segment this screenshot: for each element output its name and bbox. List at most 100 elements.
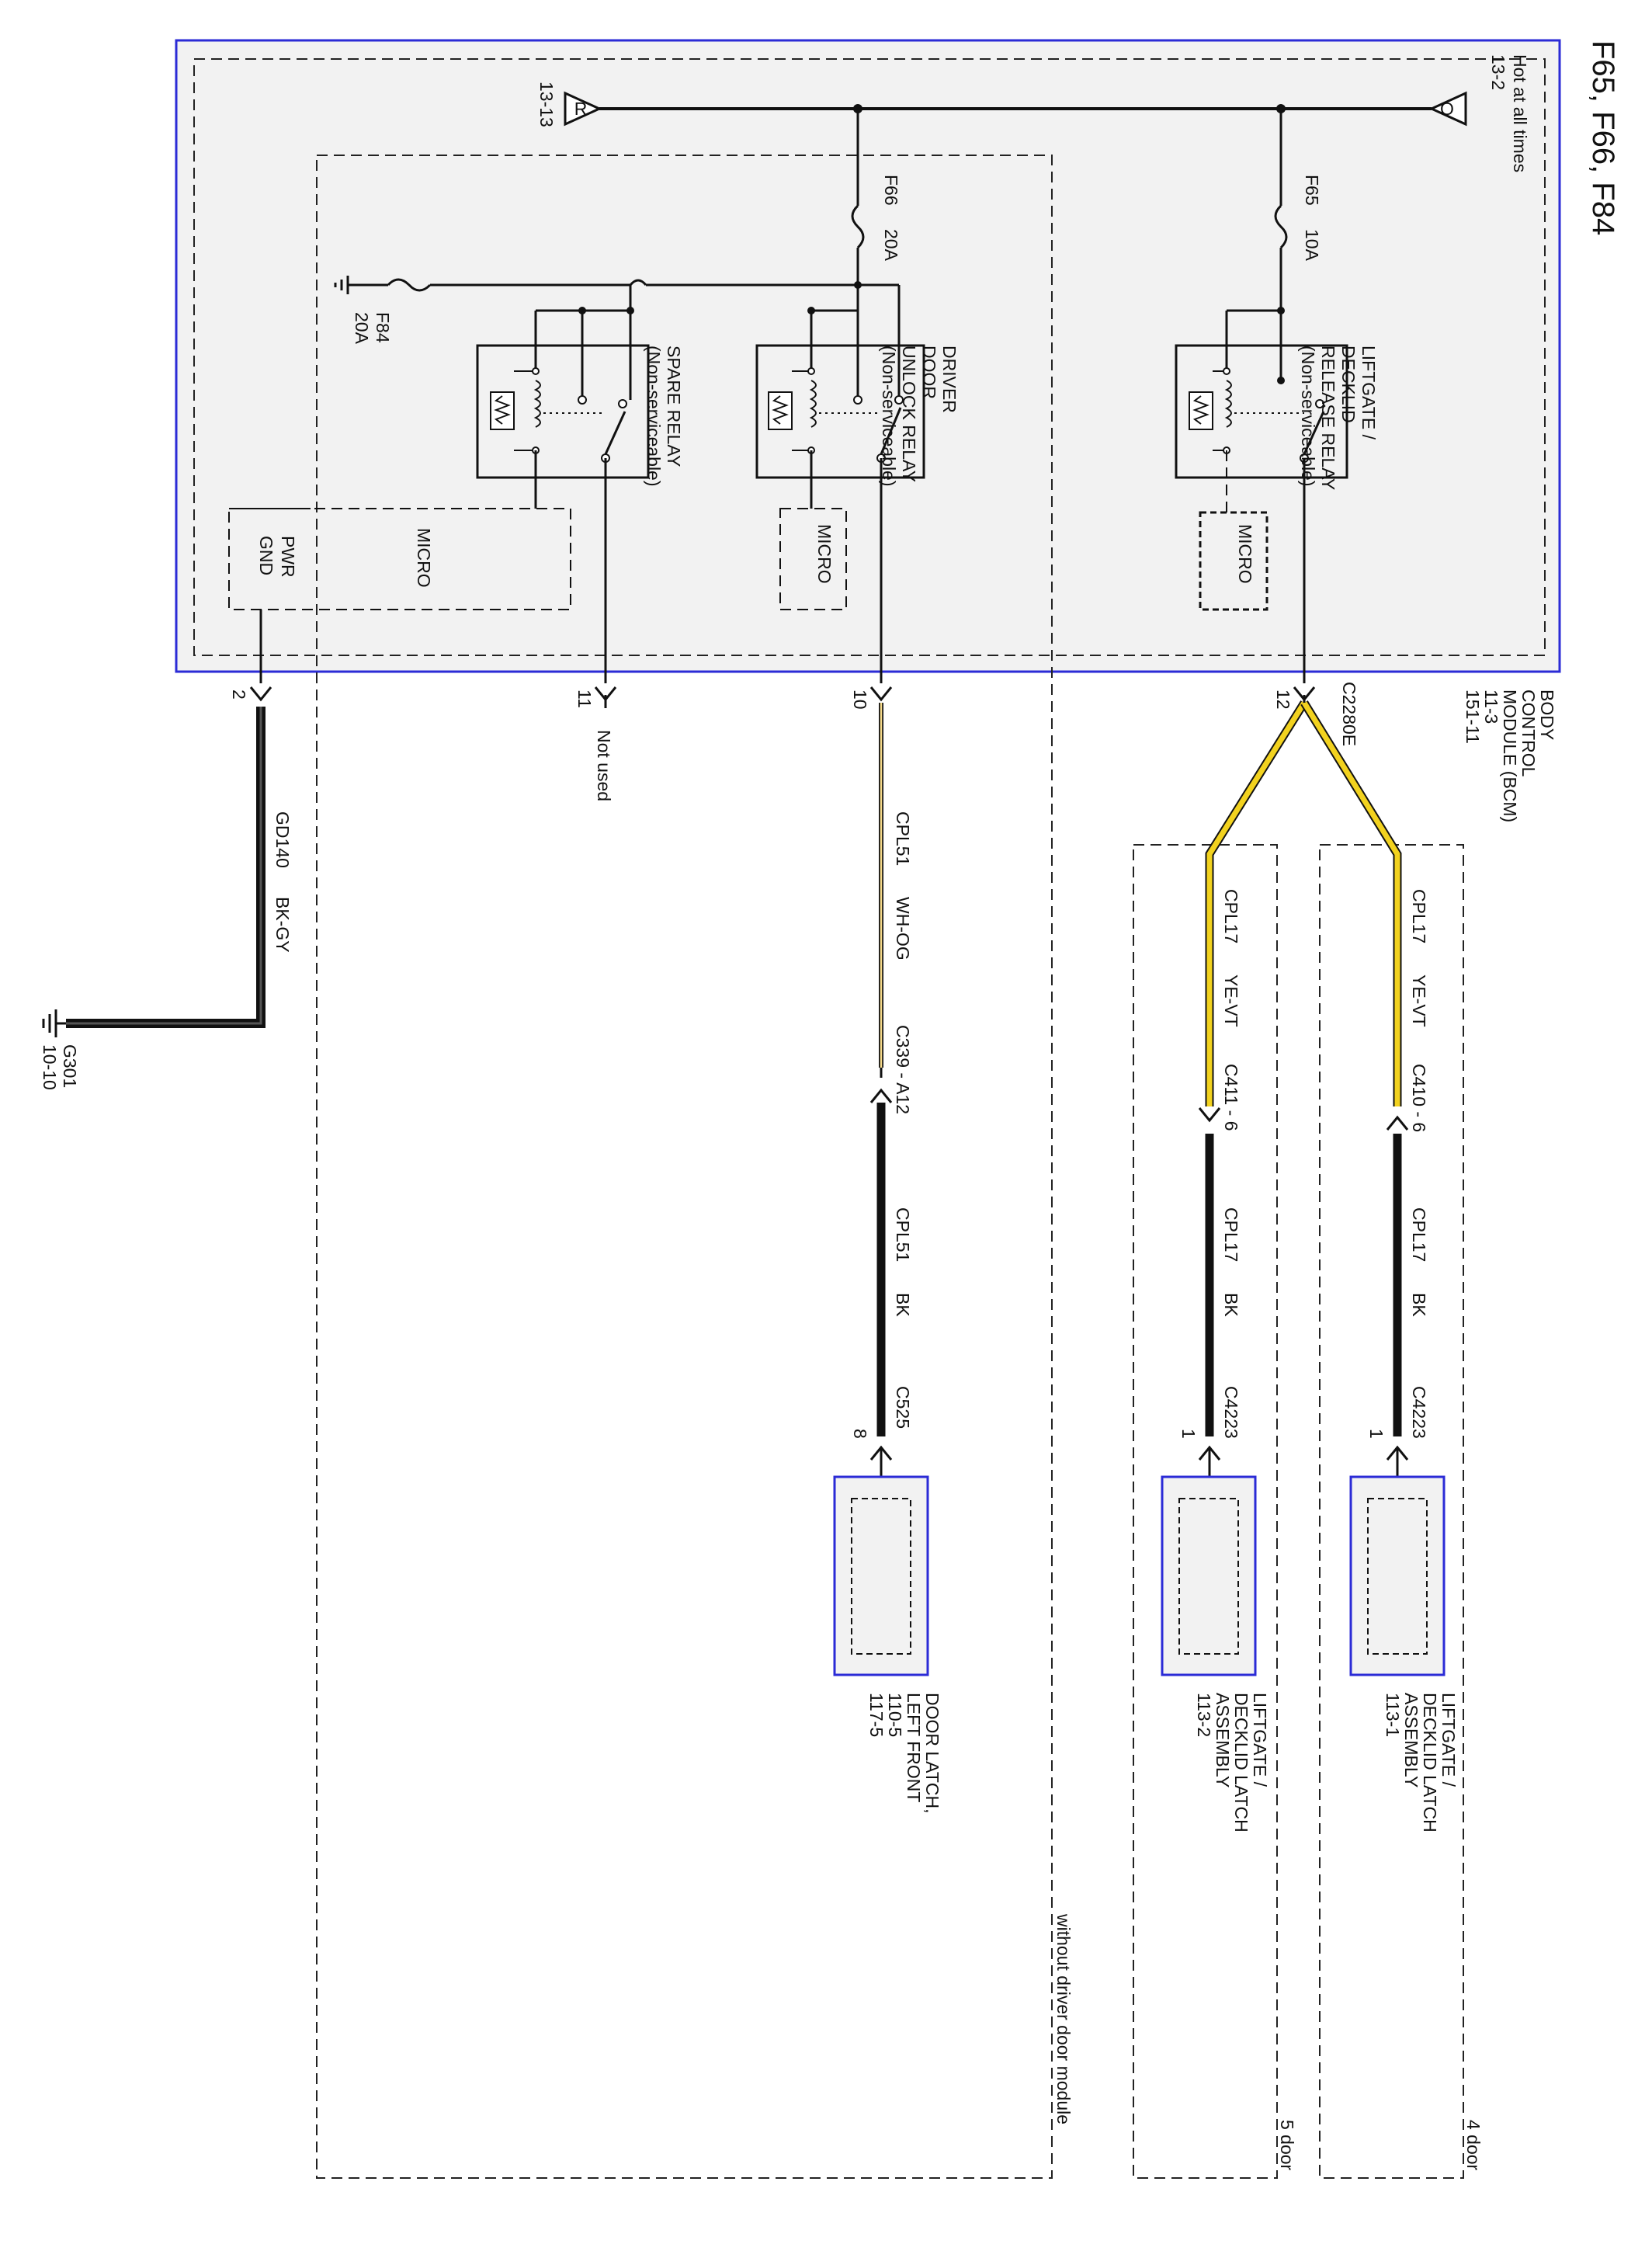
four-door-label: 4 door: [1463, 2120, 1484, 2171]
svg-text:BK: BK: [1221, 1293, 1241, 1317]
svg-text:F84: F84: [373, 312, 393, 343]
svg-text:13-2: 13-2: [1488, 54, 1508, 90]
svg-text:DECKLID: DECKLID: [1338, 346, 1359, 423]
pin-2: 2: [229, 686, 272, 701]
liftgate-latch-5door: LIFTGATE / DECKLID LATCH ASSEMBLY 113-2: [1161, 1475, 1270, 1832]
svg-text:(Non-serviceable): (Non-serviceable): [1298, 346, 1318, 487]
svg-text:C2280E: C2280E: [1339, 682, 1359, 746]
svg-text:8: 8: [850, 1429, 870, 1439]
connector-c411: C411 - 6: [1198, 1064, 1241, 1131]
svg-text:CPL17: CPL17: [1221, 889, 1241, 943]
svg-text:GD140: GD140: [272, 811, 293, 868]
ground-g301: G301 10-10: [40, 1009, 80, 1090]
svg-text:Not used: Not used: [594, 730, 614, 801]
svg-text:13-13: 13-13: [536, 82, 557, 127]
svg-text:117-5: 117-5: [866, 1693, 887, 1737]
svg-text:DECKLID LATCH: DECKLID LATCH: [1231, 1693, 1251, 1832]
svg-text:LIFTGATE /: LIFTGATE /: [1359, 346, 1379, 440]
liftgate-release-relay: LIFTGATE / DECKLID RELEASE RELAY (Non-se…: [1175, 309, 1379, 683]
connector-c410: C410 - 6: [1386, 1064, 1429, 1132]
five-door-label: 5 door: [1277, 2120, 1297, 2171]
feed-label: Hot at all times 13-2: [1488, 54, 1530, 172]
svg-text:20A: 20A: [881, 229, 901, 262]
svg-text:ASSEMBLY: ASSEMBLY: [1401, 1693, 1421, 1787]
svg-text:BK: BK: [1409, 1293, 1429, 1317]
liftgate-latch-4door: LIFTGATE / DECKLID LATCH ASSEMBLY 113-1: [1349, 1475, 1459, 1832]
svg-text:MICRO: MICRO: [814, 524, 835, 584]
connector-c4223-4door: C4223 1: [1366, 1386, 1429, 1477]
svg-text:(Non-serviceable): (Non-serviceable): [644, 346, 664, 487]
wire-cpl51-bk: CPL51 BK: [876, 1103, 913, 1436]
ref-marker: R: [564, 91, 602, 127]
bcm-name: BODY CONTROL MODULE (BCM) 11-3 151-11: [1463, 690, 1557, 822]
svg-text:(Non-serviceable): (Non-serviceable): [879, 346, 899, 487]
wire-cpl17-bk-5door: CPL17 BK: [1205, 1134, 1241, 1436]
svg-text:DOOR LATCH,: DOOR LATCH,: [922, 1693, 942, 1813]
fuse-f65: F65 10A: [1274, 109, 1322, 314]
svg-text:YE-VT: YE-VT: [1409, 974, 1429, 1027]
svg-text:ASSEMBLY: ASSEMBLY: [1213, 1693, 1233, 1787]
svg-text:C339 - A12: C339 - A12: [893, 1025, 913, 1114]
svg-text:11: 11: [574, 690, 595, 708]
svg-text:113-1: 113-1: [1383, 1693, 1403, 1737]
svg-text:MICRO: MICRO: [1235, 524, 1255, 584]
door-latch-left-front: DOOR LATCH, LEFT FRONT 110-5 117-5: [833, 1475, 942, 1813]
micro-driver: MICRO: [779, 508, 847, 610]
svg-text:11-3: 11-3: [1481, 690, 1501, 724]
svg-text:10: 10: [850, 690, 870, 710]
svg-text:5 door: 5 door: [1277, 2120, 1297, 2171]
five-door-option-box: [1133, 844, 1278, 2179]
circuit-label-4door: CPL17 YE-VT: [1409, 889, 1429, 1027]
svg-text:YE-VT: YE-VT: [1221, 974, 1241, 1027]
wire-gd140: GD140 BK-GY: [66, 707, 293, 1028]
svg-text:BK: BK: [893, 1293, 913, 1317]
svg-text:Q: Q: [1440, 99, 1454, 119]
svg-text:CPL51: CPL51: [893, 1207, 913, 1262]
wire-cpl17-bk-4door: CPL17 BK: [1393, 1134, 1429, 1436]
fuse-f84: F84 20A: [334, 276, 862, 345]
svg-text:C4223: C4223: [1409, 1386, 1429, 1439]
svg-text:CPL17: CPL17: [1409, 1207, 1429, 1262]
connector-c525: C525 8: [850, 1386, 913, 1477]
svg-text:BK-GY: BK-GY: [272, 897, 293, 953]
svg-text:G301: G301: [60, 1044, 80, 1088]
diagram-title: F65, F66, F84: [1586, 40, 1620, 235]
svg-text:GND: GND: [256, 536, 276, 575]
connector-c4223-5door: C4223 1: [1178, 1386, 1241, 1477]
svg-text:DOOR: DOOR: [919, 346, 939, 399]
spare-relay: SPARE RELAY (Non-serviceable): [476, 285, 684, 683]
feed-marker: Q: [1428, 91, 1467, 127]
svg-text:CPL17: CPL17: [1409, 889, 1429, 943]
svg-text:10-10: 10-10: [40, 1044, 60, 1090]
wire-cpl17-splice: [1205, 695, 1402, 1106]
svg-text:DRIVER: DRIVER: [939, 346, 960, 413]
svg-text:RELEASE RELAY: RELEASE RELAY: [1318, 346, 1338, 490]
svg-text:WH-OG: WH-OG: [893, 897, 913, 960]
svg-text:MODULE (BCM): MODULE (BCM): [1500, 690, 1520, 822]
pin-10: 10: [850, 686, 893, 710]
svg-text:without driver door module: without driver door module: [1053, 1913, 1074, 2124]
svg-text:BODY: BODY: [1537, 690, 1557, 740]
svg-text:PWR: PWR: [278, 536, 298, 578]
svg-text:MICRO: MICRO: [414, 528, 434, 588]
svg-text:CPL51: CPL51: [893, 811, 913, 866]
no-ddm-label: without driver door module: [1053, 1913, 1074, 2124]
bcm-connector-c2280e: C2280E: [1339, 682, 1359, 746]
svg-text:CONTROL: CONTROL: [1518, 690, 1539, 777]
no-ddm-option-box: [316, 155, 1053, 2179]
ref-page: 13-13: [536, 82, 557, 127]
svg-text:C525: C525: [893, 1386, 913, 1429]
svg-text:110-5: 110-5: [885, 1693, 905, 1737]
svg-text:C4223: C4223: [1221, 1386, 1241, 1439]
svg-text:2: 2: [229, 690, 249, 700]
svg-text:1: 1: [1178, 1429, 1199, 1439]
svg-text:C410 - 6: C410 - 6: [1409, 1064, 1429, 1132]
svg-text:LEFT FRONT: LEFT FRONT: [904, 1693, 924, 1802]
svg-text:20A: 20A: [352, 312, 372, 345]
svg-text:Hot at all times: Hot at all times: [1510, 54, 1530, 172]
wire-cpl51-wh-og: CPL51 WH-OG: [879, 703, 913, 1068]
circuit-label-5door: CPL17 YE-VT: [1221, 889, 1241, 1027]
svg-text:R: R: [574, 99, 588, 119]
svg-text:1: 1: [1366, 1429, 1386, 1439]
